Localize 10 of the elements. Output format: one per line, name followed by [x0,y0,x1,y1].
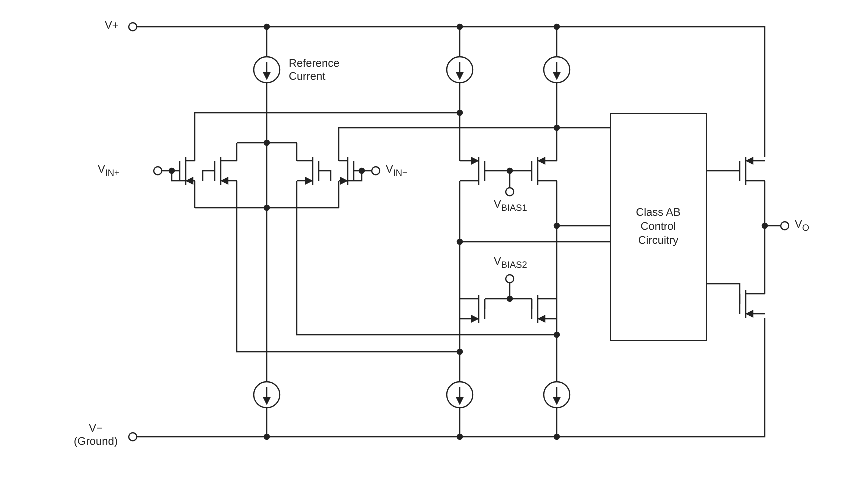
terminal-label: V$_{BIAS1}$ [494,199,528,216]
terminal-label: V+ [105,20,119,33]
terminal-label: V$_{IN−}$ [386,164,408,180]
terminal-label: V$_{IN+}$ [98,164,120,180]
control-block [610,113,707,341]
terminal-label: V$_{BIAS2}$ [494,256,528,272]
terminal-label: V$_{O}$ [795,219,810,236]
source-label: Reference Current [289,58,341,84]
terminal-label: V− (Ground) [72,423,120,449]
block-label: Class AB Control Circuitry [635,206,682,248]
